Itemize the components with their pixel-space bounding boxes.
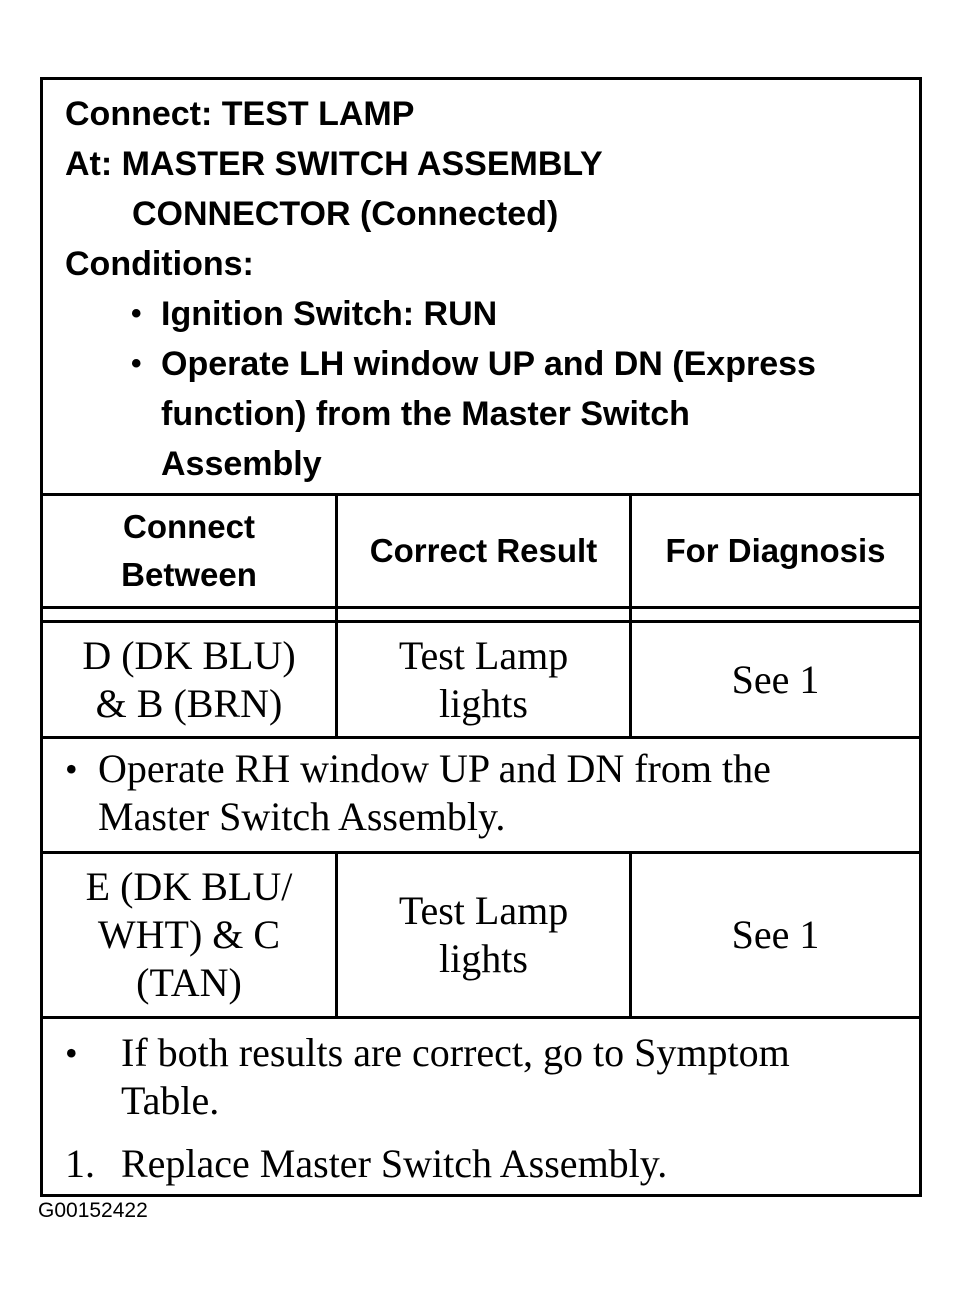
divider (43, 1016, 919, 1019)
conditions-label: Conditions: (65, 245, 254, 283)
step-number: 1. (65, 1141, 95, 1186)
connect-line: Connect: TEST LAMP (65, 95, 415, 133)
column-header-label: Between (121, 556, 257, 593)
cell-text: D (DK BLU) (82, 632, 296, 678)
column-divider (335, 493, 338, 736)
table-cell-diagnosis: See 1 (731, 656, 820, 702)
divider (43, 493, 919, 496)
divider (43, 736, 919, 739)
divider (43, 620, 919, 623)
column-divider (335, 851, 338, 1016)
condition-item: Operate LH window UP and DN (Express (161, 345, 816, 383)
figure-code: G00152422 (38, 1199, 148, 1222)
cell-text: Test Lamp (398, 632, 569, 678)
diagnostic-chart: Connect: TEST LAMP At: MASTER SWITCH ASS… (40, 77, 922, 1197)
divider (43, 606, 919, 609)
bullet-icon: • (65, 1033, 78, 1073)
at-line-continued: CONNECTOR (Connected) (132, 195, 559, 233)
table-cell-result: Test Lamp lights (338, 854, 629, 1016)
table-cell-connect: D (DK BLU) & B (BRN) (43, 623, 335, 736)
column-divider (629, 851, 632, 1016)
cell-text: WHT) & C (97, 912, 281, 957)
bullet-icon: • (131, 297, 142, 330)
mid-note-line: Operate RH window UP and DN from the (98, 746, 771, 791)
column-header-for-diagnosis: For Diagnosis (665, 532, 886, 569)
divider (43, 851, 919, 854)
condition-item-continued: Assembly (161, 445, 322, 483)
cell-text: Test Lamp (398, 888, 569, 933)
condition-item: Ignition Switch: RUN (161, 295, 498, 333)
cell-text: E (DK BLU/ (85, 864, 293, 909)
column-header-label: Connect (123, 508, 255, 545)
table-cell-diagnosis: See 1 (731, 912, 820, 957)
test-instructions: Connect: TEST LAMP At: MASTER SWITCH ASS… (43, 80, 919, 493)
step-text: Replace Master Switch Assembly. (121, 1141, 668, 1186)
condition-item-continued: function) from the Master Switch (161, 395, 690, 433)
bullet-icon: • (131, 347, 142, 380)
cell-text: lights (439, 680, 528, 726)
cell-text: lights (439, 936, 528, 981)
at-line: At: MASTER SWITCH ASSEMBLY (65, 145, 603, 183)
column-divider (629, 493, 632, 736)
footer-note-line: Table. (121, 1078, 220, 1123)
bullet-icon: • (65, 749, 78, 789)
cell-text: & B (BRN) (95, 680, 283, 726)
column-header-correct-result: Correct Result (369, 532, 598, 569)
cell-text: (TAN) (136, 960, 242, 1005)
table-cell-connect: E (DK BLU/ WHT) & C (TAN) (43, 854, 335, 1016)
mid-note-line: Master Switch Assembly. (98, 794, 506, 839)
column-header-connect-between: Connect Between (43, 496, 335, 606)
footer-note-line: If both results are correct, go to Sympt… (121, 1030, 790, 1075)
table-cell-result: Test Lamp lights (338, 623, 629, 736)
